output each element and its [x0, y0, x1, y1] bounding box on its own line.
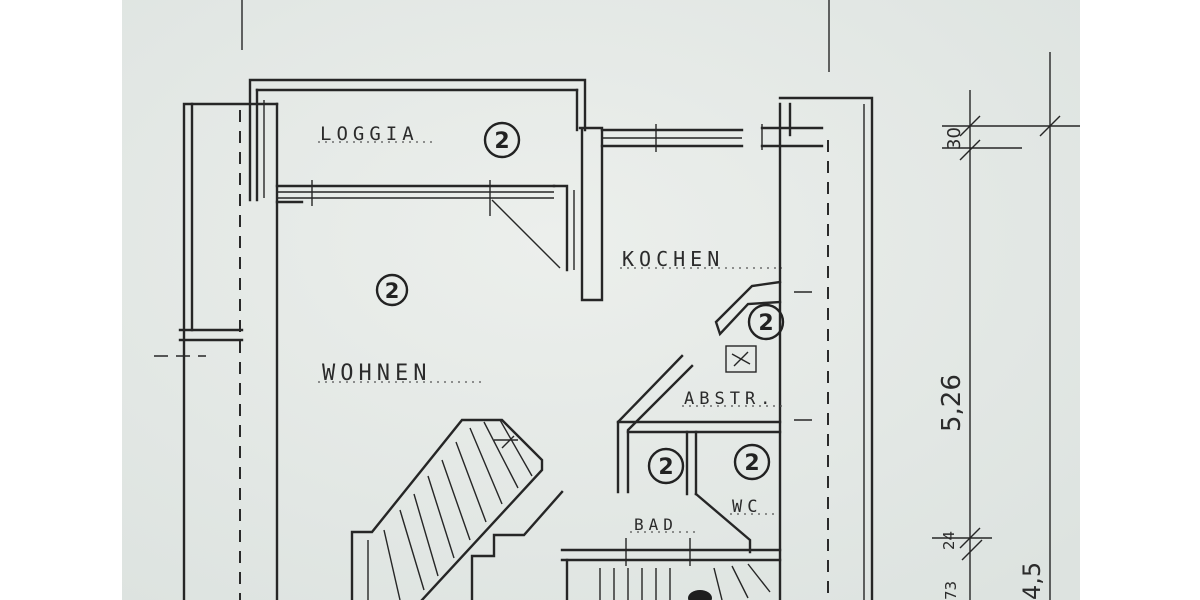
room-label-wc: WC: [732, 497, 762, 517]
dim-side: 4,5: [1018, 562, 1046, 600]
svg-text:2: 2: [385, 279, 400, 303]
dim-height: 5,26: [937, 374, 967, 432]
storage-walls: [616, 354, 782, 494]
lower-stair: [599, 563, 771, 600]
room-label-loggia: LOGGIA: [320, 123, 419, 145]
room-label-kochen: KOCHEN: [622, 247, 724, 271]
room-mark-loggia: 2: [483, 121, 521, 159]
loggia-window: [275, 180, 575, 272]
loggia-walls: [248, 78, 587, 202]
room-label-bad: BAD: [634, 515, 678, 534]
dim-small-b: 73: [942, 581, 960, 600]
dimension-chain: [932, 52, 1080, 600]
bath-wc-walls: [470, 430, 782, 600]
top-dimension-ticks: [241, 0, 830, 72]
room-label-abstr: ABSTR.: [684, 389, 775, 409]
room-mark-wc: 2: [733, 443, 771, 481]
stair-newel-dot: [688, 590, 712, 600]
svg-text:2: 2: [758, 311, 773, 336]
svg-text:2: 2: [744, 451, 759, 476]
right-wall: [778, 96, 874, 600]
floor-plan-sheet: LOGGIA WOHNEN KOCHEN ABSTR. BAD WC 2 2 2…: [122, 0, 1080, 600]
svg-text:2: 2: [494, 129, 509, 154]
dim-top: 30: [944, 127, 965, 150]
dim-small-a: 24: [940, 531, 958, 550]
label-underlines: [318, 141, 782, 533]
kitchen-walls: [578, 124, 824, 302]
floor-plan-drawing: LOGGIA WOHNEN KOCHEN ABSTR. BAD WC 2 2 2…: [122, 0, 1080, 600]
staircase: [350, 418, 544, 600]
room-mark-kochen: 2: [747, 303, 785, 341]
room-mark-wohnen: 2: [375, 273, 409, 307]
kitchen-corner: [714, 280, 782, 373]
room-mark-bad: 2: [647, 447, 685, 485]
fixture-icon: [725, 345, 757, 373]
svg-text:2: 2: [658, 455, 673, 480]
room-label-wohnen: WOHNEN: [322, 361, 431, 386]
